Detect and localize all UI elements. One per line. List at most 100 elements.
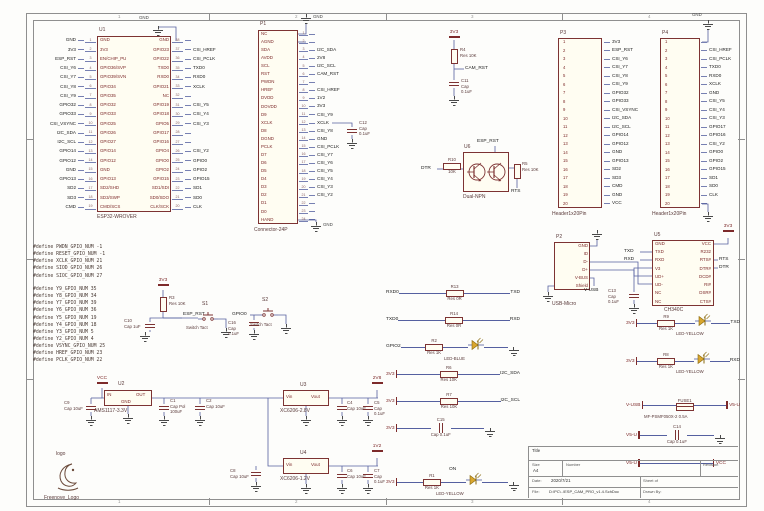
gpio2-net-label: GPIO2 <box>386 344 401 350</box>
gnd-net-label: GND <box>692 12 702 17</box>
pin-number: 31 <box>172 100 183 110</box>
text-line: D+ <box>582 266 588 272</box>
net-label: SD3 <box>604 174 658 183</box>
pin-number: 23 <box>172 174 183 184</box>
gnd-symbol <box>702 212 714 222</box>
pin-name: SD0/SDO <box>149 194 169 200</box>
resistor-glyph <box>439 397 458 405</box>
net-label: ESP_RST <box>604 46 658 55</box>
camera-gpio-defines-group1: #define PWDN_GPIO_NUM -1#define RESET_GP… <box>33 245 153 282</box>
net-label: GPIO17 <box>701 123 740 132</box>
text-line: #define Y8_GPIO_NUM 34 <box>33 294 97 300</box>
text-line: #define Y6_GPIO_NUM 36 <box>33 308 97 314</box>
p1-part-name: Connector-24P <box>254 227 288 233</box>
pin-name: GPIO32 <box>100 102 116 108</box>
led-yellow-caption: LED-YELLOW <box>436 491 464 496</box>
pin-name: GPIO15 <box>153 176 169 182</box>
u1-esp32-wrover-body <box>97 36 171 212</box>
net-label: CSI_Y8 <box>28 82 84 92</box>
capacitor-c6-glyph <box>337 472 347 480</box>
resistor-glyph <box>657 319 676 327</box>
pin-number: 20 <box>299 183 308 192</box>
net-label: SD2 <box>604 165 658 174</box>
net-label: CSI_PCLK <box>701 55 740 64</box>
net-label: GND <box>28 165 84 175</box>
text-line: #define PCLK_GPIO_NUM 22 <box>33 358 103 364</box>
pin-number: 7 <box>299 78 308 87</box>
u2-designator: U2 <box>118 381 125 387</box>
pin-number: 5 <box>665 73 668 79</box>
net-label <box>309 30 365 39</box>
rts-net-label: RTS <box>719 257 729 262</box>
gnd-symbol <box>194 416 206 426</box>
pin-name: D4 <box>261 176 267 182</box>
dtr-net-label: DTR <box>719 265 729 270</box>
pin-number: 18 <box>85 193 96 203</box>
pin-number: 21 <box>299 191 308 200</box>
yellow-led-icon <box>694 351 711 370</box>
3v3-power-flag: 3V3 <box>626 357 638 365</box>
text-line: #define VSYNC_GPIO_NUM 25 <box>33 344 106 350</box>
resistor-glyph <box>425 343 444 351</box>
pin-number: 1 <box>563 39 566 45</box>
3v3-power-flag: 3V3 <box>720 224 736 232</box>
u2-pin-gnd: GND <box>121 399 131 404</box>
esp-rst-net-label: ESP_RST <box>183 312 205 317</box>
pin-number: 14 <box>299 135 308 144</box>
titleblock-line <box>528 460 738 461</box>
pin-number: 29 <box>172 119 183 129</box>
net-label: CSI_Y7 <box>28 73 84 83</box>
capacitor-c16-glyph <box>249 320 259 328</box>
resistor-glyph <box>445 289 464 297</box>
u2-regulator-body <box>104 390 152 406</box>
led-blue-caption: LED-BLUE <box>444 356 466 361</box>
gnd-symbol <box>280 324 292 334</box>
text-line: NC <box>655 298 662 304</box>
net-label: SD0 <box>701 182 740 191</box>
pin-number: 12 <box>299 118 308 127</box>
u4-part-name: XC6206-1.2V <box>280 476 311 482</box>
s2-designator: S2 <box>262 297 269 303</box>
capacitor-c2-glyph <box>195 404 205 412</box>
pin-name: SD2/SHD <box>100 185 120 191</box>
led-yellow-caption: LED-YELLOW <box>676 369 704 374</box>
net-label: I2C_SDA <box>309 46 365 55</box>
pin-name: GPIO35 <box>100 92 116 98</box>
pin-number: 3 <box>665 56 668 62</box>
frame-tick <box>26 379 33 380</box>
net-label: GND <box>309 135 365 144</box>
gnd-symbol <box>300 14 312 24</box>
u4-designator: U4 <box>300 450 307 456</box>
pin-name: GPIO5 <box>155 120 169 126</box>
net-label: CSI_Y6 <box>309 159 365 168</box>
pin-number: 9 <box>563 107 566 113</box>
frame-tick <box>738 139 745 140</box>
u1-part-name: ESP32-WROVER <box>97 214 137 220</box>
p4-designator: P4 <box>662 30 669 36</box>
dtr-net-label: DTR <box>421 166 431 171</box>
pin-number: 9 <box>85 110 96 120</box>
pin-number: 25 <box>172 156 183 166</box>
net-label: GND <box>701 89 740 98</box>
gnd-symbol <box>300 416 312 426</box>
pin-name: GPIO2 <box>155 166 169 172</box>
gnd-symbol <box>250 482 262 492</box>
capacitor-c5-glyph <box>363 404 373 412</box>
pin-name: GPIO17 <box>153 129 169 135</box>
resistor-r3-glyph <box>160 297 167 312</box>
logo-label: logo <box>56 451 66 457</box>
pin-name: PWDN <box>261 79 275 85</box>
pin-name: GPIO19 <box>153 102 169 108</box>
